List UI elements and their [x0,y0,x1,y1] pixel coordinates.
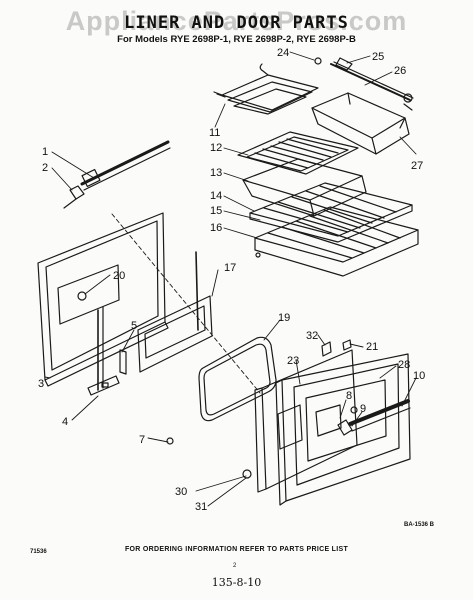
callout-8: 8 [346,390,352,402]
callout-17: 17 [224,262,236,274]
callout-3: 3 [38,378,44,390]
callout-1: 1 [42,146,48,158]
diagram-code: BA-1536 B [404,522,435,528]
oven-rack [249,182,413,243]
small-hardware [77,291,352,479]
callout-7: 7 [139,434,145,446]
callout-31: 31 [195,501,207,513]
callout-11: 11 [209,127,220,139]
diagram-title: LINER AND DOOR PARTS [124,13,349,33]
model-list: For Models RYE 2698P-1, RYE 2698P-2, RYE… [117,34,356,45]
callout-19: 19 [278,312,290,324]
callout-14: 14 [210,190,222,202]
callout-20: 20 [113,270,125,282]
watermark: AppliancePartsPros.com [65,6,408,36]
callout-26: 26 [394,65,406,77]
callout-28: 28 [398,359,410,371]
oven-window-glass [137,295,213,373]
callout-16: 16 [210,222,222,234]
callout-5: 5 [131,320,137,332]
callout-15: 15 [210,205,222,217]
callout-32: 32 [306,330,318,342]
broiler-pan [311,92,410,155]
ordering-info-note: FOR ORDERING INFORMATION REFER TO PARTS … [124,546,349,553]
callout-numbers: 1 2 3 4 5 7 8 9 10 11 12 13 14 15 16 17 … [38,47,425,513]
broiler-pan-lower [242,158,367,217]
page-number: 2 [233,563,237,569]
document-code: 71536 [30,549,47,555]
outer-door [275,353,411,506]
callout-24: 24 [277,47,289,59]
broil-element [213,63,319,115]
oven-sensor-bulb [63,140,171,209]
lower-oven-rack [254,206,419,277]
callout-4: 4 [62,416,68,428]
callout-21: 21 [366,341,378,353]
handwritten-note: 135-8-10 [211,576,262,589]
callout-30: 30 [175,486,187,498]
callout-27: 27 [411,160,423,172]
callout-leader-lines [44,51,417,507]
inner-door-panel [254,349,358,493]
door-handle [337,399,411,436]
callout-25: 25 [372,51,384,63]
door-gasket [198,336,277,422]
callout-12: 12 [210,142,222,154]
callout-2: 2 [42,162,48,174]
callout-13: 13 [210,167,222,179]
broiler-grid [237,131,359,175]
callout-23: 23 [287,355,299,367]
callout-9: 9 [360,403,366,415]
callout-10: 10 [413,370,425,382]
oven-liner-panel [37,212,169,387]
